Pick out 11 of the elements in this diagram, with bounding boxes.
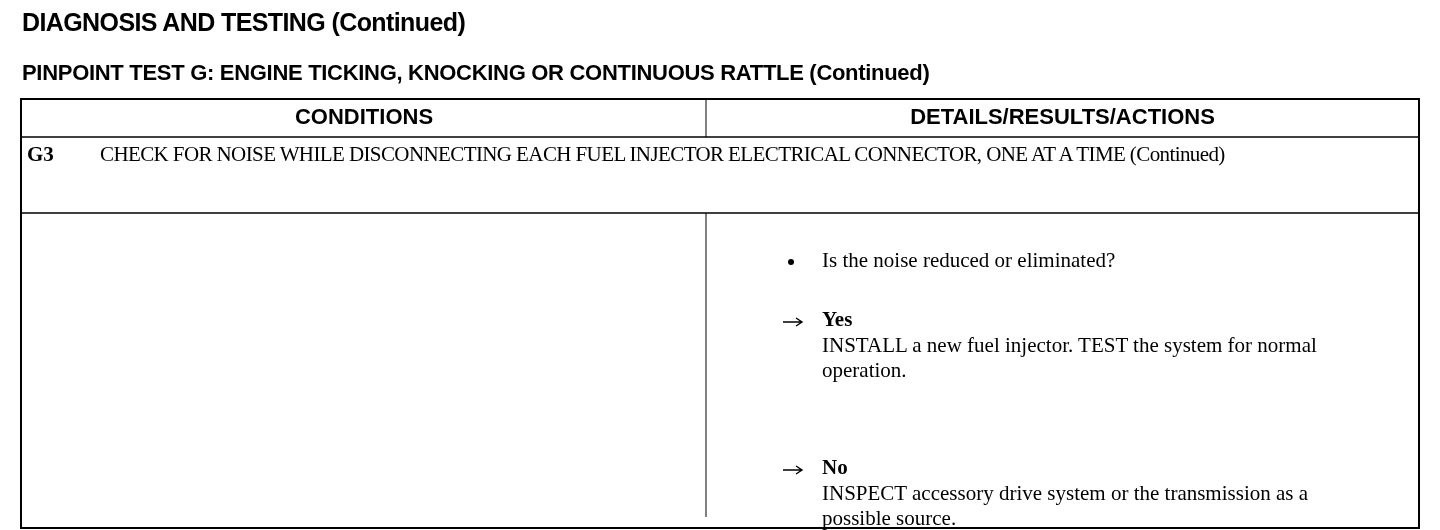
step-description: CHECK FOR NOISE WHILE DISCONNECTING EACH FUEL INJECTOR ELECTRICAL CONNECTOR, ONE AT A TIME (Continued) [100,142,1226,167]
answer-label: No [822,455,848,480]
page-title: DIAGNOSIS AND TESTING (Continued) [22,8,466,37]
answer-label: Yes [822,307,853,332]
column-header: DETAILS/RESULTS/ACTIONS [909,104,1216,130]
question-text: Is the noise reduced or eliminated? [822,248,1116,273]
section-heading: PINPOINT TEST G: ENGINE TICKING, KNOCKING OR CONTINUOUS RATTLE (Continued) [22,60,930,86]
action-text: INSTALL a new fuel injector. TEST the system for normal operation. [822,333,1318,383]
action-text: INSPECT accessory drive system or the transmission as a possible source. [822,481,1310,530]
step-number: G3 [27,142,54,167]
column-header: CONDITIONS [293,104,435,130]
